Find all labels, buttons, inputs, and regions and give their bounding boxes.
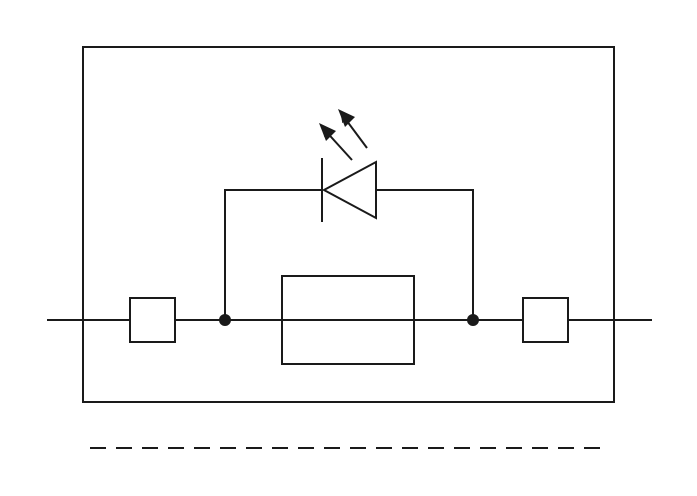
junction-right	[467, 314, 479, 326]
led-light-arrowhead-2	[338, 109, 355, 127]
led-light-arrowhead-1	[319, 123, 336, 141]
junction-left	[219, 314, 231, 326]
terminal-left	[129, 297, 176, 343]
housing-outline	[82, 46, 615, 403]
led-diode-triangle	[321, 160, 377, 220]
led-branch-wire	[224, 189, 322, 320]
terminal-right	[522, 297, 569, 343]
fuse	[281, 275, 415, 365]
led-branch-wire-right	[376, 189, 474, 320]
